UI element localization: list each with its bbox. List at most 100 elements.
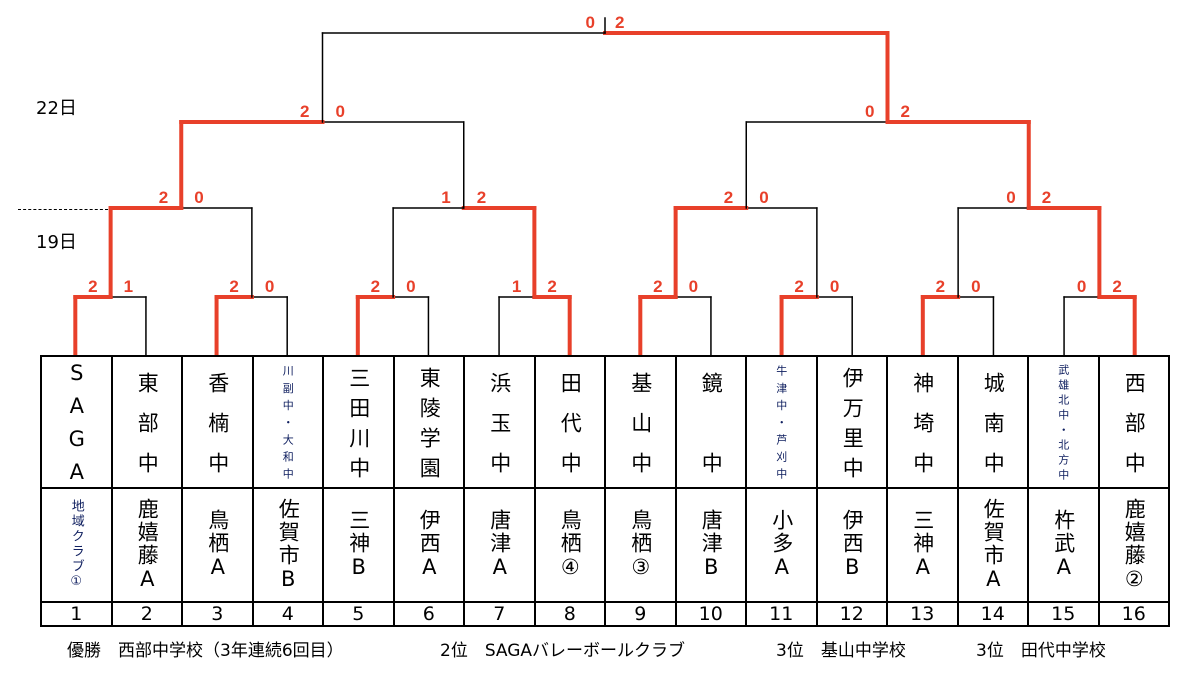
seed-cell-wrapper: 小多A [747, 489, 816, 601]
date-divider [18, 209, 108, 210]
school-cell-wrapper: 川副中・大和中 [254, 357, 323, 487]
score-left: 2 [794, 277, 803, 296]
seed-cell-text: 鳥栖A [205, 509, 230, 581]
team-number: 12 [815, 601, 888, 627]
champion-text: 優勝 西部中学校（3年連続6回目） [67, 641, 344, 661]
seed-cell-text: 鳥栖④ [558, 509, 583, 581]
team-number: 15 [1027, 601, 1100, 627]
school-cell-wrapper: 城南中 [959, 357, 1028, 488]
school-cell-text: 田代中 [558, 371, 583, 488]
seed-cell-wrapper: 佐賀市A [959, 489, 1028, 601]
seed-cell-text: 杵武A [1051, 509, 1076, 581]
school-cell: 川副中・大和中 [251, 355, 324, 489]
score-right: 1 [124, 277, 133, 296]
score-right: 0 [265, 277, 274, 296]
school-cell-text: 武雄北中・北方中 [1056, 364, 1070, 484]
seed-cell: 鳥栖③ [604, 487, 677, 603]
seed-cell-wrapper: 鳥栖④ [536, 489, 605, 601]
seed-cell-wrapper: 伊西A [395, 489, 464, 601]
seed-cell: 鹿嬉藤② [1097, 487, 1170, 603]
seed-cell-wrapper: 三神A [888, 489, 957, 601]
seed-cell-text: 鳥栖③ [628, 509, 653, 581]
school-cell-text: 伊万里中 [840, 366, 865, 487]
team-number: 4 [251, 601, 324, 627]
school-cell-wrapper: 西部中 [1100, 357, 1169, 488]
seed-cell-wrapper: 鹿嬉藤② [1100, 489, 1169, 601]
seed-cell-wrapper: 伊西B [818, 489, 887, 601]
seed-cell-wrapper: 杵武A [1029, 489, 1098, 601]
score-left: 0 [586, 13, 595, 32]
score-right: 0 [336, 102, 345, 121]
school-cell-wrapper: 鏡 中 [677, 357, 746, 488]
seed-cell: 唐津A [463, 487, 536, 603]
school-cell-text: 基山中 [628, 371, 653, 488]
team-number: 8 [533, 601, 606, 627]
school-cell: 神埼中 [886, 355, 959, 489]
score-right: 2 [547, 277, 556, 296]
score-left: 2 [159, 188, 168, 207]
school-cell: 西部中 [1097, 355, 1170, 489]
school-cell-text: 三田川中 [346, 366, 371, 487]
seed-cell-text: 佐賀市B [276, 497, 301, 593]
school-cell-text: 香楠中 [205, 371, 230, 488]
seed-cell-wrapper: 唐津B [677, 489, 746, 601]
school-cell-text: 東陵学園 [417, 366, 442, 487]
score-left: 2 [653, 277, 662, 296]
school-cell-wrapper: 東陵学園 [395, 357, 464, 487]
school-cell: 基山中 [604, 355, 677, 489]
seed-cell: 鳥栖A [181, 487, 254, 603]
second-place-text: 2位 SAGAバレーボールクラブ [440, 641, 686, 661]
seed-cell: 伊西B [815, 487, 888, 603]
school-cell: 東陵学園 [392, 355, 465, 489]
school-cell-text: 鏡 中 [699, 371, 724, 488]
team-number: 14 [956, 601, 1029, 627]
school-cell-wrapper: 東部中 [113, 357, 182, 488]
school-cell-text: 西部中 [1122, 371, 1147, 488]
seed-cell: 三神B [322, 487, 395, 603]
school-cell-wrapper: 香楠中 [183, 357, 252, 488]
seed-cell-wrapper: 鹿嬉藤A [113, 489, 182, 601]
team-number: 13 [886, 601, 959, 627]
seed-cell: 鳥栖④ [533, 487, 606, 603]
score-left: 2 [724, 188, 733, 207]
school-cell-wrapper: 伊万里中 [818, 357, 887, 487]
score-left: 1 [512, 277, 521, 296]
seed-cell-text: 佐賀市A [981, 497, 1006, 593]
team-number: 10 [674, 601, 747, 627]
score-right: 0 [971, 277, 980, 296]
school-cell-wrapper: 基山中 [606, 357, 675, 488]
score-left: 0 [1006, 188, 1015, 207]
team-number: 6 [392, 601, 465, 627]
seed-cell-text: 鹿嬉藤② [1122, 497, 1147, 593]
seed-cell-wrapper: 鳥栖A [183, 489, 252, 601]
score-right: 0 [194, 188, 203, 207]
team-number: 9 [604, 601, 677, 627]
seed-cell-wrapper: 佐賀市B [254, 489, 323, 601]
seed-cell: 杵武A [1027, 487, 1100, 603]
score-left: 0 [865, 102, 874, 121]
seed-cell-text: 伊西B [840, 509, 865, 581]
school-cell: 鏡 中 [674, 355, 747, 489]
team-number: 2 [110, 601, 183, 627]
school-cell: 武雄北中・北方中 [1027, 355, 1100, 489]
score-right: 2 [1042, 188, 1051, 207]
school-cell-wrapper: 田代中 [536, 357, 605, 488]
school-cell-wrapper: SAGA [42, 357, 111, 488]
team-number: 3 [181, 601, 254, 627]
school-cell-text: 神埼中 [910, 371, 935, 488]
score-right: 0 [689, 277, 698, 296]
seed-cell: 三神A [886, 487, 959, 603]
school-cell: 田代中 [533, 355, 606, 489]
seed-cell-text: 地域クラブ① [68, 499, 84, 591]
seed-cell-text: 三神A [910, 509, 935, 581]
seed-cell: 唐津B [674, 487, 747, 603]
team-number: 16 [1097, 601, 1170, 627]
school-cell: 城南中 [956, 355, 1029, 489]
school-cell-text: SAGA [64, 360, 89, 488]
score-left: 1 [441, 188, 450, 207]
score-right: 2 [1112, 277, 1121, 296]
